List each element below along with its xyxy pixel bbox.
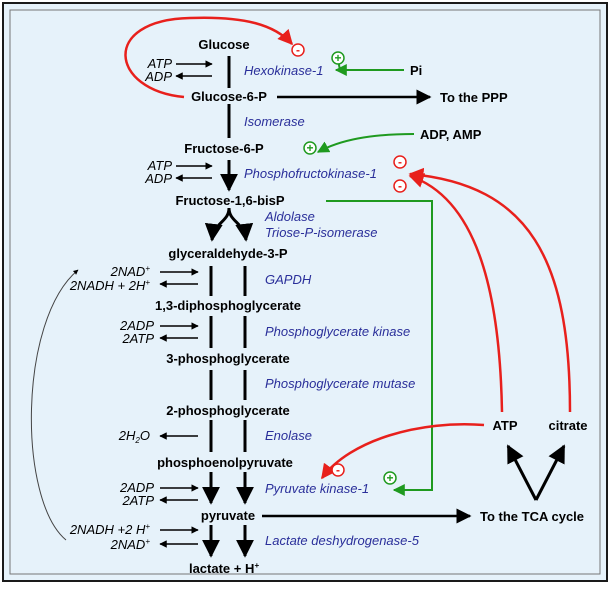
minus-sign-pfk-citrate: - <box>393 179 407 193</box>
cofactor-ldh-nad: 2NAD+ <box>110 537 151 552</box>
svg-text:+: + <box>306 141 313 155</box>
inner-frame <box>9 9 601 575</box>
enzyme-pgm: Phosphoglycerate mutase <box>265 376 415 391</box>
cofactor-enolase-water: 2H2O <box>118 428 150 445</box>
tca-branch-arrows <box>506 444 566 501</box>
cofactor-pk-adp: 2ADP <box>119 480 154 495</box>
inhibition-citrate-pfk <box>408 167 572 413</box>
minus-sign-pfk-atp: - <box>393 155 407 169</box>
plus-sign-hk: + <box>331 51 345 65</box>
metabolite-glucose: Glucose <box>198 37 249 52</box>
metabolite-f16bp: Fructose-1,6-bisP <box>175 193 284 208</box>
metabolite-g6p: Glucose-6-P <box>191 89 267 104</box>
cofactor-gapdh-nad: 2NAD+ <box>110 264 151 279</box>
destination-ppp: To the PPP <box>440 90 508 105</box>
enzyme-hexokinase: Hexokinase-1 <box>244 63 324 78</box>
cofactor-hk-adp: ADP <box>144 69 172 84</box>
activation-adp-pfk <box>316 133 415 153</box>
plus-sign-pfk: + <box>303 141 317 155</box>
svg-text:-: - <box>296 43 300 57</box>
enzyme-tpi: Triose-P-isomerase <box>265 225 377 240</box>
metabolite-13bpg: 1,3-diphosphoglycerate <box>155 298 301 313</box>
activation-f16bp-pk <box>326 200 433 496</box>
metabolite-3pg: 3-phosphoglycerate <box>166 351 290 366</box>
cofactor-arrows <box>159 60 213 548</box>
cofactor-pk-atp: 2ATP <box>121 493 154 508</box>
enzyme-aldolase: Aldolase <box>264 209 315 224</box>
enzyme-pgk: Phosphoglycerate kinase <box>265 324 410 339</box>
regulator-citrate: citrate <box>548 418 587 433</box>
minus-sign-pk: - <box>331 463 345 477</box>
regulator-pi: Pi <box>410 63 422 78</box>
svg-text:-: - <box>398 179 402 193</box>
enzyme-pk: Pyruvate kinase-1 <box>265 481 369 496</box>
minus-sign-hk: - <box>291 43 305 57</box>
cofactor-hk-atp: ATP <box>147 56 173 71</box>
svg-text:+: + <box>386 471 393 485</box>
metabolite-f6p: Fructose-6-P <box>184 141 264 156</box>
metabolite-pep: phosphoenolpyruvate <box>157 455 293 470</box>
regulator-adp-amp: ADP, AMP <box>420 127 482 142</box>
cofactor-pfk-adp: ADP <box>144 171 172 186</box>
nad-recycling-loop <box>30 269 79 541</box>
cofactor-gapdh-nadh: 2NADH + 2H+ <box>69 278 151 293</box>
svg-text:-: - <box>398 155 402 169</box>
metabolite-lactate: lactate + H+ <box>189 561 259 576</box>
metabolite-pyruvate: pyruvate <box>201 508 255 523</box>
enzyme-enolase: Enolase <box>265 428 312 443</box>
main-pathway-arrows <box>202 56 254 558</box>
svg-text:-: - <box>336 463 340 477</box>
svg-text:+: + <box>334 51 341 65</box>
background-panel <box>2 2 608 582</box>
enzyme-ldh: Lactate deshydrogenase-5 <box>265 533 420 548</box>
enzyme-pfk: Phosphofructokinase-1 <box>244 166 377 181</box>
cofactor-pgk-adp: 2ADP <box>119 318 154 333</box>
plus-sign-pk: + <box>383 471 397 485</box>
enzyme-gapdh: GAPDH <box>265 272 312 287</box>
inhibition-atp-pfk <box>408 173 504 413</box>
enzyme-isomerase: Isomerase <box>244 114 305 129</box>
arrow-split-right <box>227 207 254 242</box>
metabolite-2pg: 2-phosphoglycerate <box>166 403 290 418</box>
cofactor-pfk-atp: ATP <box>147 158 173 173</box>
cofactor-ldh-nadh: 2NADH +2 H+ <box>69 522 151 537</box>
inhibition-g6p-hexokinase <box>124 16 294 99</box>
cofactor-pgk-atp: 2ATP <box>121 331 154 346</box>
regulator-atp: ATP <box>492 418 517 433</box>
destination-tca: To the TCA cycle <box>480 509 584 524</box>
metabolite-gap: glyceraldehyde-3-P <box>168 246 288 261</box>
